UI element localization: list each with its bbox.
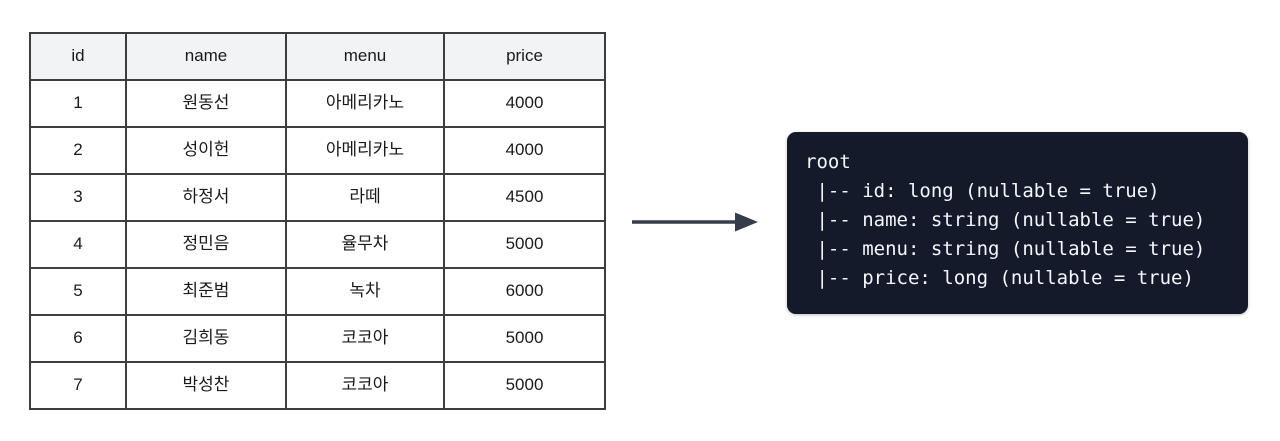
schema-code-block: root |-- id: long (nullable = true) |-- … [787,132,1248,314]
order-table-container: id name menu price 1 원동선 아메리카노 4000 2 성이… [29,32,606,410]
cell-menu: 율무차 [285,220,445,269]
cell-menu: 아메리카노 [285,126,445,175]
table-row: 5 최준범 녹차 6000 [29,267,606,316]
table-row: 7 박성찬 코코아 5000 [29,361,606,410]
cell-id: 2 [29,126,127,175]
table-body: 1 원동선 아메리카노 4000 2 성이헌 아메리카노 4000 3 하정서 … [29,79,606,410]
cell-menu: 라떼 [285,173,445,222]
cell-menu: 아메리카노 [285,79,445,128]
table-row: 1 원동선 아메리카노 4000 [29,79,606,128]
cell-name: 성이헌 [125,126,287,175]
schema-code-text: root |-- id: long (nullable = true) |-- … [805,148,1230,293]
cell-id: 5 [29,267,127,316]
column-header-name: name [125,32,287,81]
column-header-id: id [29,32,127,81]
column-header-price: price [443,32,606,81]
cell-name: 박성찬 [125,361,287,410]
schema-line-menu: |-- menu: string (nullable = true) [805,238,1206,260]
table-header: id name menu price [29,32,606,81]
table-header-row: id name menu price [29,32,606,81]
cell-price: 6000 [443,267,606,316]
cell-id: 4 [29,220,127,269]
cell-name: 김희동 [125,314,287,363]
cell-price: 4000 [443,79,606,128]
arrow-right-icon [631,208,761,236]
table-row: 4 정민음 율무차 5000 [29,220,606,269]
cell-menu: 녹차 [285,267,445,316]
table-row: 2 성이헌 아메리카노 4000 [29,126,606,175]
schema-line-price: |-- price: long (nullable = true) [805,267,1194,289]
cell-name: 최준범 [125,267,287,316]
cell-price: 5000 [443,314,606,363]
cell-menu: 코코아 [285,361,445,410]
cell-id: 3 [29,173,127,222]
table-row: 3 하정서 라떼 4500 [29,173,606,222]
table-row: 6 김희동 코코아 5000 [29,314,606,363]
cell-price: 5000 [443,361,606,410]
cell-name: 정민음 [125,220,287,269]
schema-line-id: |-- id: long (nullable = true) [805,180,1160,202]
schema-line-root: root [805,151,851,173]
column-header-menu: menu [285,32,445,81]
cell-id: 7 [29,361,127,410]
cell-price: 5000 [443,220,606,269]
cell-name: 하정서 [125,173,287,222]
cell-name: 원동선 [125,79,287,128]
cell-price: 4500 [443,173,606,222]
cell-price: 4000 [443,126,606,175]
order-table: id name menu price 1 원동선 아메리카노 4000 2 성이… [29,32,606,410]
schema-line-name: |-- name: string (nullable = true) [805,209,1206,231]
cell-id: 1 [29,79,127,128]
cell-menu: 코코아 [285,314,445,363]
cell-id: 6 [29,314,127,363]
